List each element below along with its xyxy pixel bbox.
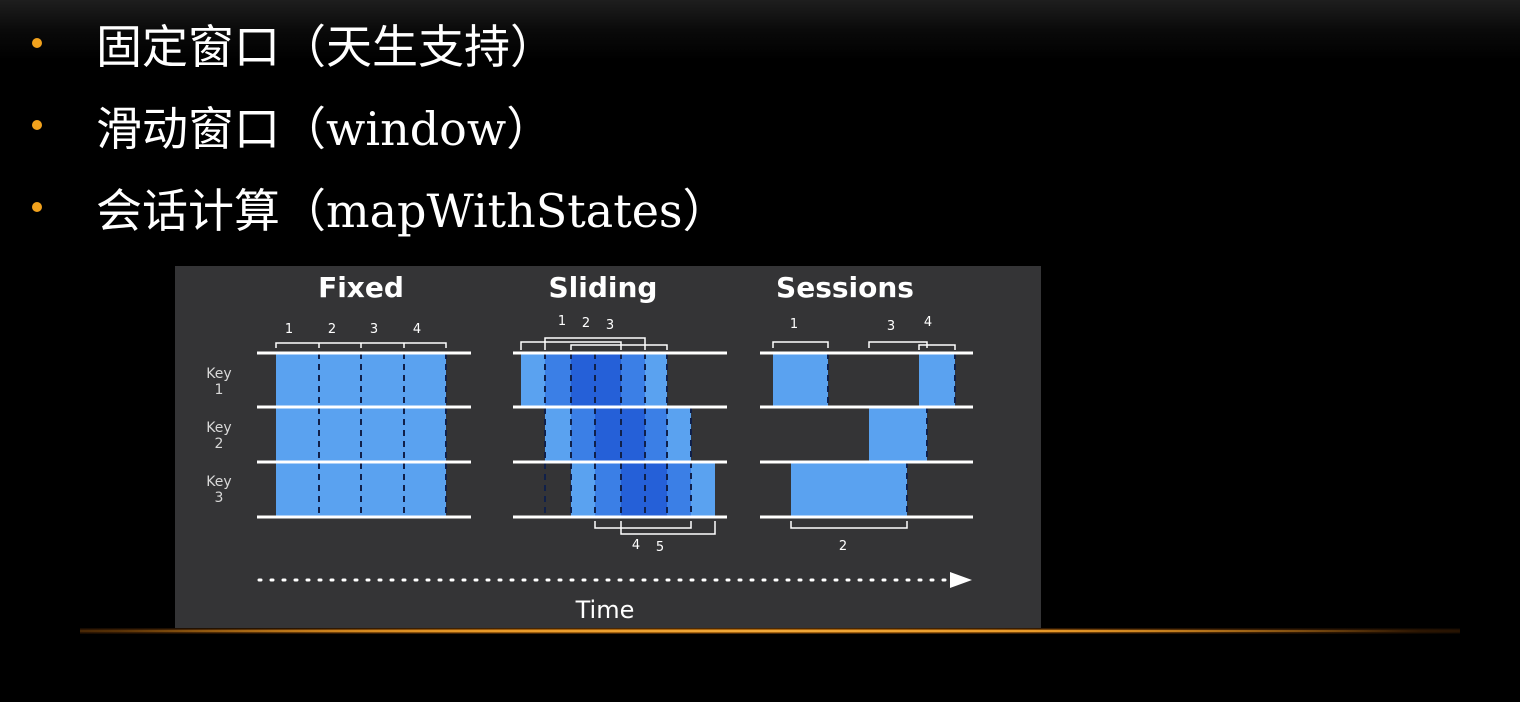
key-2-word: Key bbox=[206, 420, 231, 436]
sliding-window-label: 2 bbox=[582, 316, 590, 331]
sliding-window-label: 1 bbox=[558, 314, 566, 329]
bullet-text: 固定窗口（天生支持） bbox=[96, 20, 556, 74]
session-label: 3 bbox=[887, 319, 895, 334]
sessions-panel: 1 3 4 2 bbox=[760, 315, 973, 554]
fixed-window-label: 3 bbox=[370, 322, 378, 337]
bullet-text: 会话计算（mapWithStates） bbox=[96, 184, 729, 238]
session-label: 4 bbox=[924, 315, 932, 330]
fixed-brackets bbox=[275, 342, 447, 348]
fixed-window-label: 1 bbox=[285, 322, 293, 337]
windowing-diagram: Fixed Sliding Sessions Key 1 Key 2 Key 3 bbox=[175, 266, 1041, 628]
bullet-dot-icon bbox=[32, 120, 42, 130]
key-3-word: Key bbox=[206, 474, 231, 490]
bullet-list: 固定窗口（天生支持） 滑动窗口（window） 会话计算（mapWithStat… bbox=[0, 14, 1000, 260]
bullet-dot-icon bbox=[32, 38, 42, 48]
session-top-brackets bbox=[772, 341, 956, 350]
session-window-block bbox=[773, 353, 828, 407]
time-axis-label: Time bbox=[575, 596, 635, 624]
sliding-bottom-brackets bbox=[594, 521, 716, 535]
fixed-panel: 1 2 3 4 bbox=[257, 322, 471, 519]
fixed-window-label: 4 bbox=[413, 322, 421, 337]
fixed-title: Fixed bbox=[318, 271, 404, 304]
bullet-text: 滑动窗口（window） bbox=[96, 102, 553, 156]
key-1-num: 1 bbox=[215, 382, 224, 398]
session-label: 1 bbox=[790, 317, 798, 332]
sliding-panel: 1 2 3 4 5 bbox=[513, 314, 727, 555]
sliding-window-label: 4 bbox=[632, 538, 640, 553]
session-window-block bbox=[869, 407, 927, 462]
sliding-window-label: 3 bbox=[606, 318, 614, 333]
bullet-item-session-compute: 会话计算（mapWithStates） bbox=[0, 178, 1000, 260]
key-3-num: 3 bbox=[215, 490, 224, 506]
session-window-block bbox=[791, 462, 907, 517]
sliding-top-brackets bbox=[520, 337, 668, 350]
bullet-item-fixed-window: 固定窗口（天生支持） bbox=[0, 14, 1000, 96]
bullet-item-sliding-window: 滑动窗口（window） bbox=[0, 96, 1000, 178]
session-window-block bbox=[919, 353, 955, 407]
sliding-title: Sliding bbox=[549, 271, 658, 304]
time-arrow-icon bbox=[950, 572, 972, 588]
windowing-diagram-svg: Fixed Sliding Sessions Key 1 Key 2 Key 3 bbox=[206, 271, 973, 624]
fixed-window-label: 2 bbox=[328, 322, 336, 337]
bullet-dot-icon bbox=[32, 202, 42, 212]
session-bottom-bracket bbox=[790, 521, 908, 529]
key-1-word: Key bbox=[206, 366, 231, 382]
key-2-num: 2 bbox=[215, 436, 224, 452]
sliding-window-label: 5 bbox=[656, 540, 664, 555]
session-label: 2 bbox=[839, 539, 847, 554]
accent-line bbox=[120, 630, 1420, 632]
sessions-title: Sessions bbox=[776, 271, 914, 304]
